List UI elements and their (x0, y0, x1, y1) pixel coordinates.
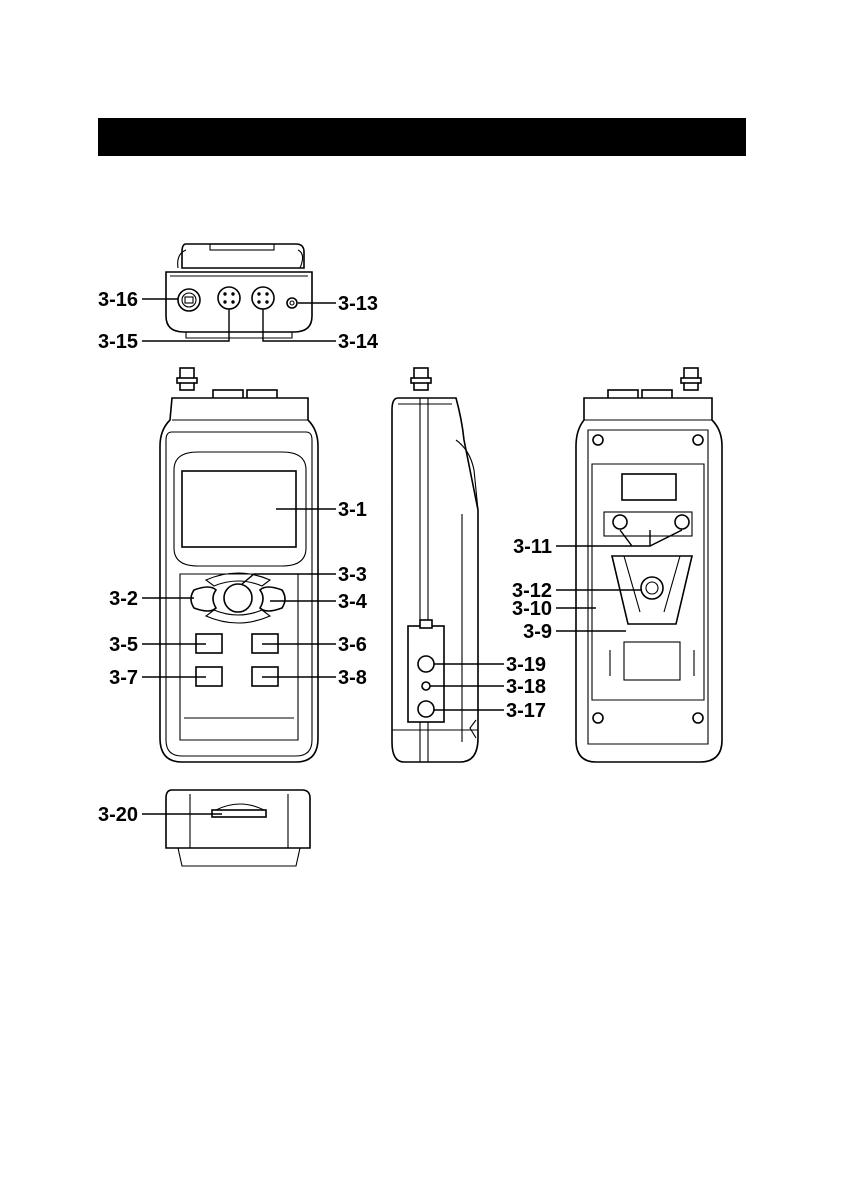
label-3-5: 3-5 (109, 634, 138, 656)
screw-icon (593, 435, 603, 445)
screw-icon (693, 713, 703, 723)
din-socket-icon (252, 287, 274, 309)
bottom-view (166, 790, 310, 866)
din-socket-icon (218, 287, 240, 309)
label-3-13: 3-13 (338, 293, 378, 315)
label-3-19: 3-19 (506, 654, 546, 676)
side-view (392, 368, 478, 762)
label-3-1: 3-1 (338, 499, 367, 521)
label-window (622, 474, 676, 500)
jack-icon (418, 701, 434, 717)
label-3-11: 3-11 (513, 536, 552, 558)
label-3-4: 3-4 (338, 591, 368, 613)
front-view (160, 368, 318, 762)
label-3-20: 3-20 (98, 804, 138, 826)
screw-icon (593, 713, 603, 723)
label-3-3: 3-3 (338, 564, 367, 586)
label-3-7: 3-7 (109, 667, 138, 689)
screw-icon (693, 435, 703, 445)
right-button (260, 587, 285, 611)
tripod-fixing-nut (641, 577, 663, 599)
back-view (576, 368, 722, 762)
bnc-input-socket-icon (178, 289, 200, 311)
label-3-17: 3-17 (506, 700, 546, 722)
left-button (191, 587, 216, 611)
label-3-10: 3-10 (512, 598, 552, 620)
top-view (166, 244, 312, 338)
jack-icon (422, 682, 430, 690)
label-3-8: 3-8 (338, 667, 367, 689)
label-3-2: 3-2 (109, 588, 138, 610)
label-3-6: 3-6 (338, 634, 367, 656)
center-button (224, 584, 252, 612)
label-3-16: 3-16 (98, 289, 138, 311)
label-3-14: 3-14 (338, 331, 379, 353)
label-3-9: 3-9 (523, 621, 552, 643)
small-jack-icon (287, 298, 297, 308)
label-3-18: 3-18 (506, 676, 546, 698)
screw-icon (613, 515, 627, 529)
label-3-15: 3-15 (98, 331, 138, 353)
screw-icon (675, 515, 689, 529)
jack-icon (418, 656, 434, 672)
